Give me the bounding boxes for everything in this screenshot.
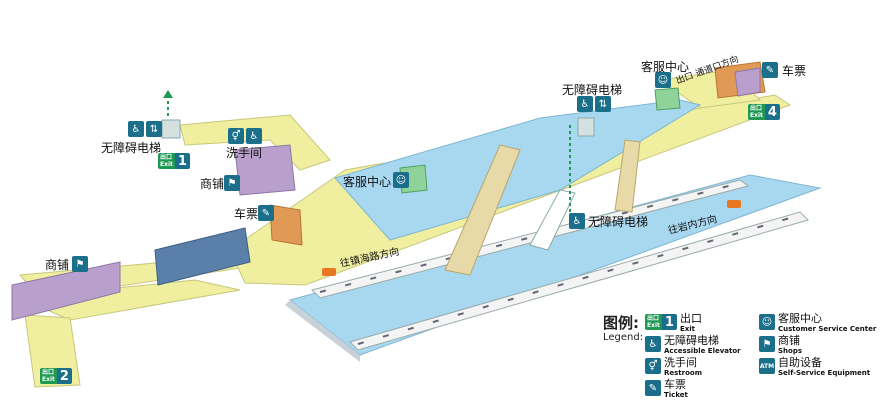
train-upper bbox=[311, 179, 809, 351]
direction-left-arrow-icon bbox=[322, 268, 336, 276]
shop-icon: ⚑ bbox=[72, 256, 88, 272]
left-corridor-lower bbox=[18, 279, 241, 321]
lower-platform-edge bbox=[285, 300, 360, 362]
elevator-icon: ⇅ bbox=[595, 96, 611, 112]
service-center-icon: ☺ bbox=[393, 172, 409, 188]
ticket-left-block bbox=[269, 204, 303, 246]
exit-2-number: 2 bbox=[56, 368, 72, 384]
accessible-elevator-label-center: 无障碍电梯 bbox=[588, 215, 649, 229]
elevator-top bbox=[577, 117, 595, 137]
accessible-elevator-icon: ♿ bbox=[577, 96, 593, 112]
shop-right-block bbox=[734, 67, 761, 97]
restroom-label: 洗手间 bbox=[226, 146, 263, 160]
accessible-restroom-icon: ♿ bbox=[246, 128, 262, 144]
escalator-right bbox=[614, 139, 641, 213]
escalator-left bbox=[444, 144, 521, 276]
shop-icon: ⚑ bbox=[224, 175, 240, 191]
accessible-elevator-icon: ♿ bbox=[128, 121, 144, 137]
shop-label-upper: 商铺 bbox=[200, 177, 225, 191]
shop-icon: ⚑ bbox=[759, 336, 775, 352]
accessible-elevator-icon: ♿ bbox=[645, 336, 661, 352]
service-box-top bbox=[654, 87, 681, 111]
exit-1-number: 1 bbox=[174, 153, 190, 169]
ticket-label-left: 车票 bbox=[234, 207, 259, 221]
direction-right-arrow-icon bbox=[727, 200, 741, 208]
accessible-elevator-label-left: 无障碍电梯 bbox=[101, 141, 162, 155]
ticket-label-right: 车票 bbox=[782, 64, 807, 78]
legend-subtitle: Legend: bbox=[603, 332, 644, 343]
service-center-icon: ☺ bbox=[759, 314, 775, 330]
ticket-machine-bank bbox=[154, 227, 251, 286]
stairs-center bbox=[529, 189, 576, 251]
ticket-icon: ✎ bbox=[258, 205, 274, 221]
legend-title: 图例: bbox=[603, 314, 639, 332]
accessible-elevator-icon: ♿ bbox=[569, 213, 585, 229]
service-center-icon: ☺ bbox=[655, 72, 671, 88]
elevator-left bbox=[161, 119, 181, 139]
platform-area bbox=[334, 99, 702, 241]
ticket-icon: ✎ bbox=[762, 62, 778, 78]
service-center-label-mid: 客服中心 bbox=[343, 175, 392, 189]
elevator-arrow bbox=[163, 90, 173, 98]
accessible-elevator-label-top: 无障碍电梯 bbox=[562, 83, 623, 97]
atm-icon: ATM bbox=[759, 358, 775, 374]
shop-label-lower: 商铺 bbox=[45, 258, 70, 272]
service-center-label-top: 客服中心 bbox=[641, 60, 690, 74]
exit-4-number: 4 bbox=[764, 104, 780, 120]
restroom-icon: ⚥ bbox=[645, 358, 661, 374]
elevator-icon: ⇅ bbox=[146, 121, 162, 137]
upper-corridor bbox=[179, 114, 331, 171]
restroom-icon: ⚥ bbox=[228, 128, 244, 144]
ticket-icon: ✎ bbox=[645, 380, 661, 396]
